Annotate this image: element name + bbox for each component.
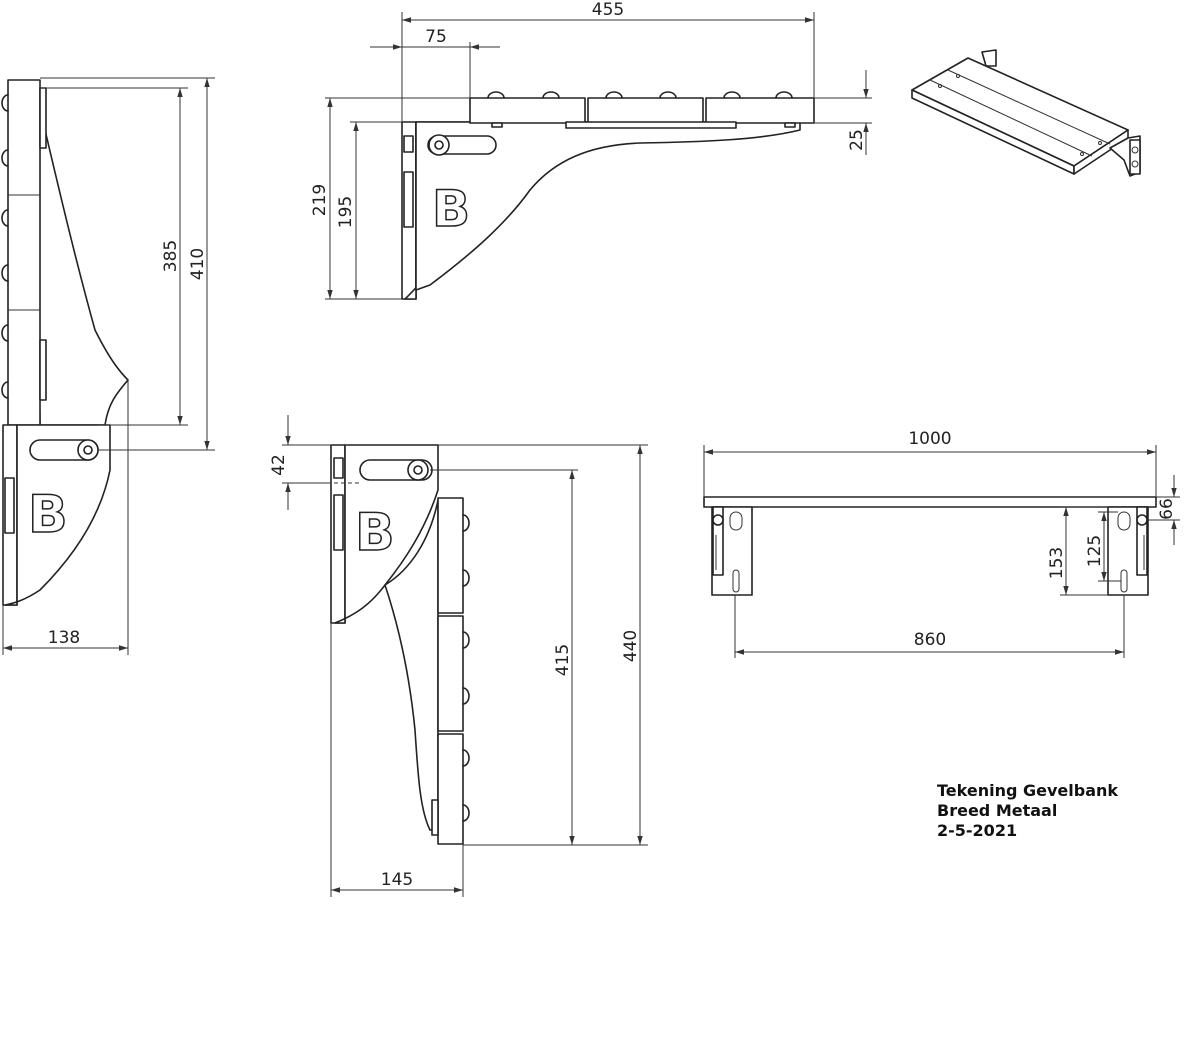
dim-219: 219 xyxy=(310,184,330,216)
logo-letter-folded-left: B xyxy=(28,485,68,545)
front-view-dimensions: 1000 860 153 125 66 xyxy=(703,429,1180,658)
front-view xyxy=(703,496,1157,596)
dim-153: 153 xyxy=(1047,547,1067,579)
dim-860: 860 xyxy=(914,630,946,650)
side-view-unfolded: B xyxy=(401,91,815,300)
title-line-3: 2-5-2021 xyxy=(937,821,1018,840)
dim-455: 455 xyxy=(592,0,624,20)
dim-66: 66 xyxy=(1157,498,1177,520)
dim-410: 410 xyxy=(188,248,208,280)
logo-letter-folded-middle: B xyxy=(355,503,395,563)
side-view-folded-left: B xyxy=(1,79,129,606)
side-view-folded-middle: B xyxy=(320,444,470,845)
side-view-folded-left-dimensions: 385 410 138 xyxy=(2,77,215,655)
dim-75: 75 xyxy=(425,27,447,47)
logo-letter-side-unfolded: B xyxy=(432,180,470,238)
dim-25: 25 xyxy=(847,129,867,151)
dim-415: 415 xyxy=(553,644,573,676)
dim-440: 440 xyxy=(621,630,641,662)
dim-1000: 1000 xyxy=(908,429,951,449)
dim-385: 385 xyxy=(161,240,181,272)
isometric-view xyxy=(911,49,1141,177)
side-view-unfolded-dimensions: 455 75 25 219 195 xyxy=(310,0,872,300)
dim-195: 195 xyxy=(336,196,356,228)
side-view-folded-middle-dimensions: 42 415 440 145 xyxy=(269,415,648,897)
title-block: Tekening Gevelbank Breed Metaal 2-5-2021 xyxy=(937,781,1118,841)
dim-125: 125 xyxy=(1085,535,1105,567)
title-line-1: Tekening Gevelbank xyxy=(937,781,1119,800)
title-line-2: Breed Metaal xyxy=(937,801,1058,820)
dim-42: 42 xyxy=(269,454,289,476)
dim-145: 145 xyxy=(381,870,413,890)
dim-138: 138 xyxy=(48,628,80,648)
